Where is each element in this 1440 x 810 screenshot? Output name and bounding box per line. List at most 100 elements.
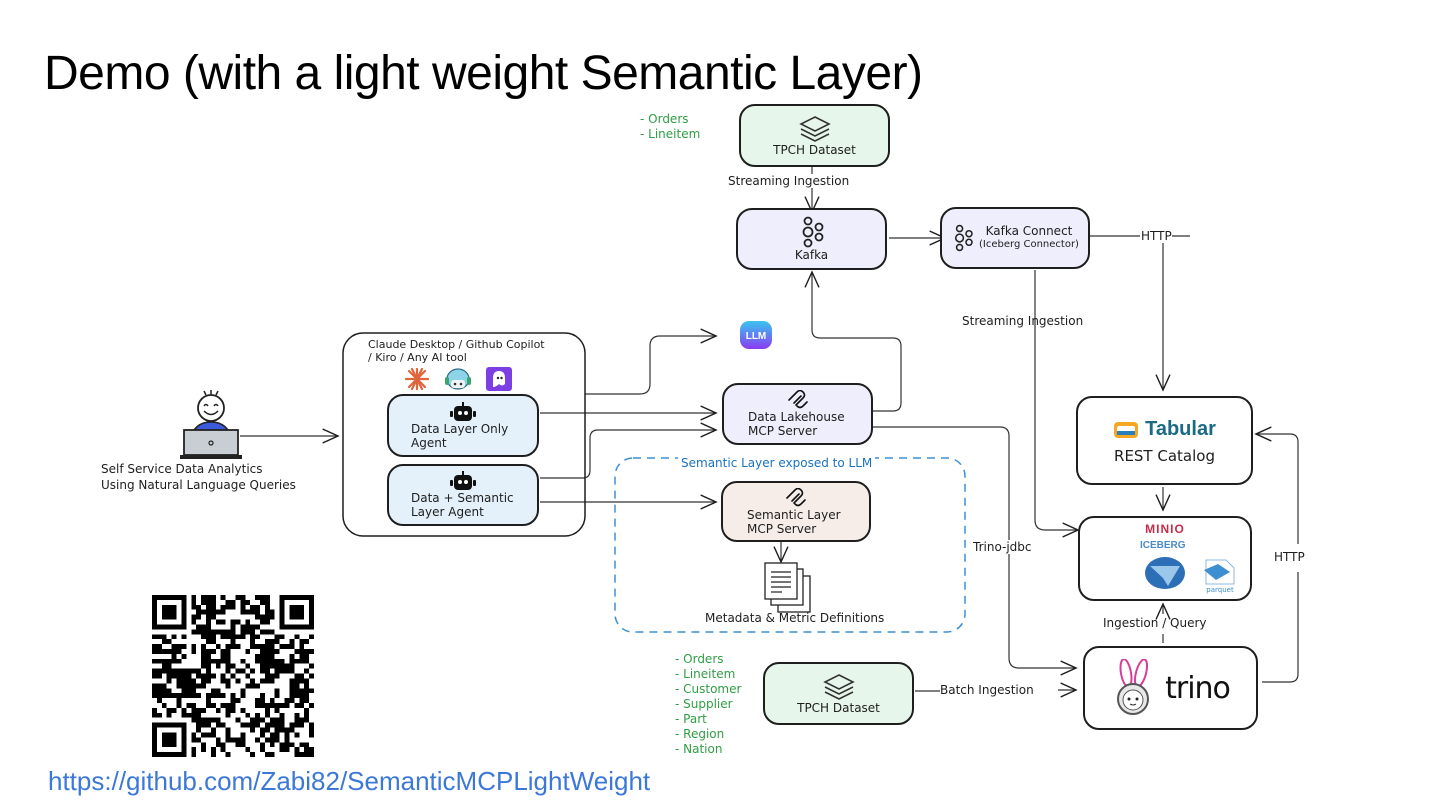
qr-module bbox=[210, 673, 216, 679]
agent1-label-line1: Data Layer Only bbox=[411, 421, 509, 436]
qr-module bbox=[264, 703, 270, 708]
llm-node[interactable]: LLM bbox=[729, 312, 783, 358]
qr-module bbox=[245, 629, 251, 635]
kiro-icon[interactable] bbox=[486, 367, 512, 391]
tpch-bottom-label: TPCH Dataset bbox=[797, 700, 880, 715]
parquet-icon: parquet bbox=[1204, 559, 1235, 594]
qr-module bbox=[206, 653, 211, 659]
semantic-group-label: Semantic Layer exposed to LLM bbox=[678, 456, 876, 470]
rest-catalog-node[interactable]: Tabular REST Catalog bbox=[1076, 396, 1253, 485]
agent2-label-line2: Layer Agent bbox=[411, 505, 484, 519]
qr-module bbox=[269, 609, 275, 615]
storage-node[interactable]: MINIO ICEBERG parquet bbox=[1078, 516, 1252, 601]
qr-module bbox=[289, 639, 295, 645]
qr-module bbox=[264, 722, 270, 728]
claude-icon[interactable] bbox=[404, 368, 430, 390]
qr-module bbox=[274, 649, 280, 654]
data-lakehouse-mcp-node[interactable]: Data Lakehouse MCP Server bbox=[722, 383, 873, 445]
qr-module bbox=[230, 619, 236, 625]
qr-module bbox=[166, 668, 172, 674]
ai-tools-group-border bbox=[342, 332, 586, 537]
qr-module bbox=[191, 703, 197, 708]
qr-module bbox=[152, 712, 157, 718]
qr-module bbox=[186, 673, 192, 679]
tpch-dataset-top-node[interactable]: TPCH Dataset bbox=[739, 104, 890, 167]
kafka-node[interactable]: Kafka bbox=[736, 208, 887, 270]
qr-module bbox=[255, 717, 260, 723]
qr-module bbox=[215, 707, 221, 713]
qr-module bbox=[284, 727, 290, 733]
qr-module bbox=[206, 624, 211, 630]
qr-module bbox=[196, 673, 202, 679]
qr-module bbox=[176, 644, 182, 649]
qr-module bbox=[230, 604, 236, 610]
qr-module bbox=[255, 634, 260, 640]
qr-module bbox=[196, 614, 202, 620]
qr-module bbox=[299, 688, 305, 694]
qr-module bbox=[225, 752, 231, 757]
table-item: - Orders bbox=[640, 112, 689, 126]
qr-module bbox=[299, 703, 305, 708]
qr-module bbox=[156, 668, 162, 674]
qr-module bbox=[309, 649, 314, 654]
qr-module bbox=[220, 658, 226, 664]
qr-module bbox=[191, 604, 197, 610]
edge-label-http-right: HTTP bbox=[1274, 550, 1305, 564]
qr-module bbox=[181, 693, 187, 699]
qr-module bbox=[220, 678, 226, 684]
table-item: - Lineitem bbox=[675, 667, 736, 681]
qr-module bbox=[201, 599, 206, 605]
qr-module bbox=[255, 658, 260, 664]
metadata-node[interactable] bbox=[764, 562, 814, 619]
qr-module bbox=[260, 668, 265, 674]
documents-icon bbox=[764, 562, 811, 613]
qr-module bbox=[284, 732, 290, 738]
qr-module bbox=[264, 707, 270, 713]
qr-module bbox=[245, 619, 251, 625]
data-semantic-agent-node[interactable]: Data + Semantic Layer Agent bbox=[387, 464, 539, 526]
qr-module bbox=[215, 688, 221, 694]
qr-module bbox=[255, 595, 260, 600]
qr-module bbox=[279, 644, 285, 649]
qr-module bbox=[225, 712, 231, 718]
qr-module bbox=[245, 673, 251, 679]
qr-module bbox=[206, 732, 211, 738]
qr-module bbox=[279, 658, 285, 664]
qr-module bbox=[215, 717, 221, 723]
kafka-connect-node[interactable]: Kafka Connect (Iceberg Connector) bbox=[940, 207, 1090, 269]
qr-module bbox=[166, 678, 172, 684]
qr-module bbox=[250, 717, 256, 723]
layers-icon bbox=[798, 115, 831, 142]
qr-module bbox=[152, 658, 157, 664]
qr-module bbox=[191, 732, 197, 738]
qr-module bbox=[196, 609, 202, 615]
qr-module bbox=[250, 629, 256, 635]
copilot-icon[interactable] bbox=[444, 367, 472, 391]
qr-module bbox=[201, 747, 206, 753]
qr-module bbox=[225, 668, 231, 674]
github-repo-link[interactable]: https://github.com/Zabi82/SemanticMCPLig… bbox=[48, 766, 651, 796]
qr-module bbox=[176, 693, 182, 699]
data-layer-only-agent-node[interactable]: Data Layer Only Agent bbox=[387, 394, 539, 457]
trino-node[interactable]: trino bbox=[1083, 646, 1258, 730]
qr-module bbox=[304, 658, 310, 664]
qr-module bbox=[289, 678, 295, 684]
kafka-icon bbox=[802, 216, 823, 248]
qr-code[interactable] bbox=[150, 595, 316, 762]
qr-module bbox=[225, 732, 231, 738]
semantic-layer-mcp-node[interactable]: Semantic Layer MCP Server bbox=[721, 481, 871, 542]
qr-module bbox=[279, 634, 285, 640]
tpch-dataset-bottom-node[interactable]: TPCH Dataset bbox=[763, 662, 914, 725]
qr-module bbox=[201, 644, 206, 649]
qr-module bbox=[191, 599, 197, 605]
qr-module bbox=[156, 693, 162, 699]
qr-module bbox=[191, 712, 197, 718]
qr-module bbox=[269, 649, 275, 654]
qr-module bbox=[156, 644, 162, 649]
qr-module bbox=[156, 688, 162, 694]
table-item: - Region bbox=[675, 727, 725, 741]
qr-module bbox=[264, 678, 270, 684]
kafka-connect-sublabel: (Iceberg Connector) bbox=[979, 239, 1079, 250]
qr-module bbox=[176, 703, 182, 708]
